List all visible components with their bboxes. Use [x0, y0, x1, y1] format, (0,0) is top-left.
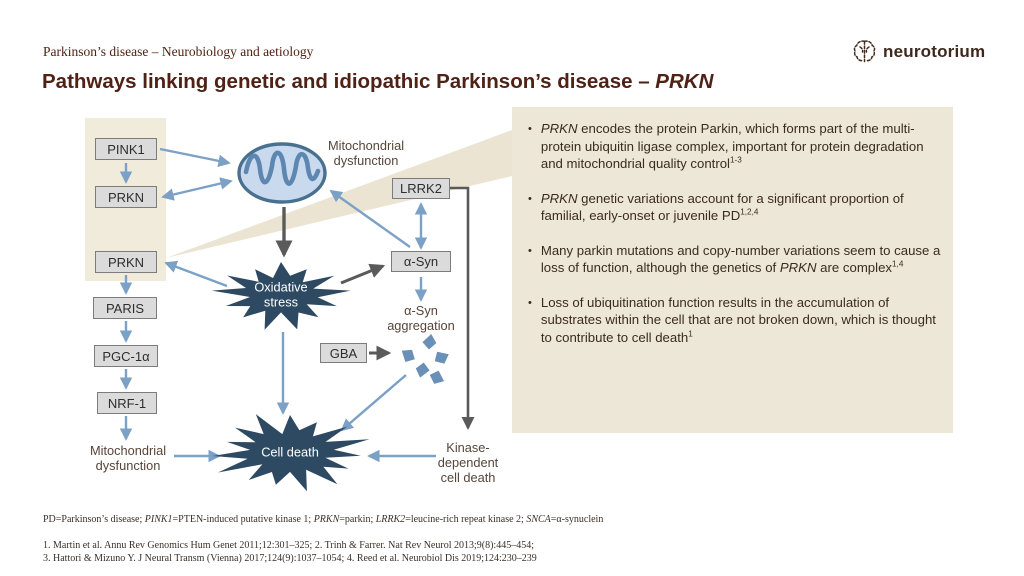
node-prkn-mid: PRKN — [95, 251, 157, 273]
node-prkn-top: PRKN — [95, 186, 157, 208]
node-pink1: PINK1 — [95, 138, 157, 160]
bullet-marker: • — [528, 192, 532, 205]
summary-panel: • PRKN encodes the protein Parkin, which… — [512, 107, 953, 433]
bullet-text: Many parkin mutations and copy-number va… — [540, 242, 941, 276]
node-lrrk2: LRRK2 — [392, 178, 450, 199]
label-oxidative-stress: Oxidative stress — [254, 279, 308, 310]
brain-icon — [853, 40, 876, 63]
bullet-marker: • — [528, 296, 532, 309]
label-asyn-aggregation: α-Syn aggregation — [387, 303, 455, 334]
page-title: Pathways linking genetic and idiopathic … — [42, 70, 714, 93]
node-nrf1: NRF-1 — [97, 392, 157, 414]
alpha-syn-aggregates-icon — [400, 332, 451, 386]
bullet-text: Loss of ubiquitination function results … — [540, 294, 936, 345]
bullet-marker: • — [528, 123, 532, 135]
bullet-marker: • — [528, 244, 532, 257]
bullet-text: PRKN encodes the protein Parkin, which f… — [540, 121, 924, 172]
bullet-item: • Many parkin mutations and copy-number … — [528, 242, 947, 277]
mitochondrion-icon — [237, 142, 327, 204]
abbreviations-footnote: PD=Parkinson’s disease; PINK1=PTEN-induc… — [43, 514, 604, 525]
slide-kicker: Parkinson’s disease – Neurobiology and a… — [43, 44, 314, 59]
bullet-text: PRKN genetic variations account for a si… — [540, 190, 904, 224]
label-cell-death: Cell death — [261, 444, 319, 460]
label-mitochondrial-dysfunction-top: Mitochondrial dysfunction — [327, 138, 405, 169]
label-mitochondrial-dysfunction-bottom: Mitochondrial dysfunction — [89, 443, 167, 474]
logo: neurotorium — [851, 38, 985, 65]
logo-text: neurotorium — [883, 41, 986, 61]
bullet-item: • Loss of ubiquitination function result… — [528, 294, 947, 347]
label-kinase-dependent-cell-death: Kinase- dependent cell death — [437, 440, 499, 486]
node-gba: GBA — [320, 343, 367, 363]
node-paris: PARIS — [93, 297, 157, 319]
bullet-item: • PRKN genetic variations account for a … — [528, 190, 947, 225]
node-pgc1a: PGC-1α — [94, 345, 158, 367]
node-asyn: α-Syn — [391, 251, 451, 272]
references: 1. Martin et al. Annu Rev Genomics Hum G… — [43, 540, 537, 564]
bullet-item: • PRKN encodes the protein Parkin, which… — [528, 120, 947, 173]
